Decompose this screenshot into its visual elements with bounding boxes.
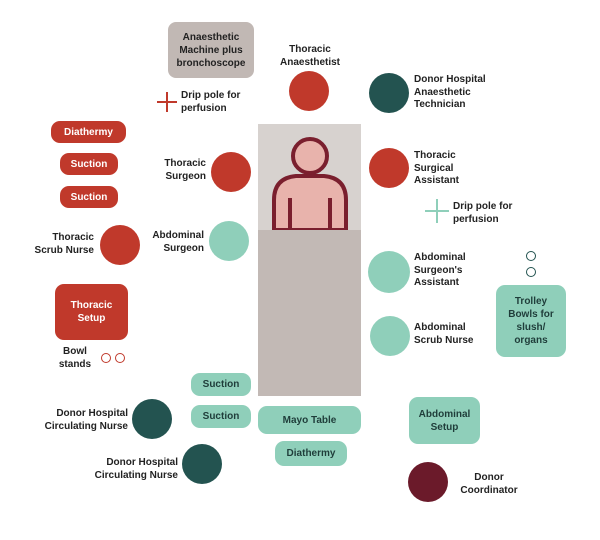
- drip-pole-right-icon: [425, 199, 449, 223]
- bowl-stand-2-icon: [115, 353, 125, 363]
- abdominal-scrub-nurse-label: Abdominal Scrub Nurse: [414, 322, 474, 346]
- abdominal-surgeons-assistant-label: Abdominal Surgeon's Assistant: [414, 252, 466, 288]
- suction-left-1-box: Suction: [60, 153, 118, 175]
- abdominal-surgeon-circle: [209, 221, 249, 261]
- donor-anaesthetic-technician-circle: [369, 73, 409, 113]
- abdominal-scrub-nurse-circle: [370, 316, 410, 356]
- donor-coordinator-label: Donor Coordinator: [460, 472, 518, 496]
- thoracic-surgical-assistant-circle: [369, 148, 409, 188]
- thoracic-surgical-assistant-label: Thoracic Surgical Assistant: [414, 150, 460, 186]
- thoracic-anaesthetist-circle: [289, 71, 329, 111]
- anaesthetic-machine-box: Anaesthetic Machine plus bronchoscope: [168, 22, 254, 78]
- donor-circulating-nurse-1-label: Donor Hospital Circulating Nurse: [44, 408, 128, 432]
- drip-pole-right-label: Drip pole for perfusion: [453, 201, 513, 225]
- donor-anaesthetic-technician-label: Donor Hospital Anaesthetic Technician: [414, 74, 486, 110]
- mayo-table-box: Mayo Table: [258, 406, 361, 434]
- thoracic-setup-box: Thoracic Setup: [55, 284, 128, 340]
- suction-bottom-2-box: Suction: [191, 405, 251, 428]
- donor-circulating-nurse-2-circle: [182, 444, 222, 484]
- patient-icon: [272, 137, 348, 230]
- trolley-ring-bottom-icon: [526, 267, 536, 277]
- suction-left-2-box: Suction: [60, 186, 118, 208]
- bowl-stand-1-icon: [101, 353, 111, 363]
- thoracic-surgeon-circle: [211, 152, 251, 192]
- bowl-stands-label: Bowl stands: [58, 346, 92, 370]
- trolley-box: Trolley Bowls for slush/ organs: [496, 285, 566, 357]
- thoracic-scrub-nurse-label: Thoracic Scrub Nurse: [34, 232, 94, 256]
- trolley-ring-top-icon: [526, 251, 536, 261]
- diathermy-bottom-box: Diathermy: [275, 441, 347, 466]
- abdominal-surgeon-label: Abdominal Surgeon: [152, 230, 204, 254]
- diathermy-left-box: Diathermy: [51, 121, 126, 143]
- operating-table-body: [258, 230, 361, 396]
- abdominal-setup-box: Abdominal Setup: [409, 397, 480, 444]
- drip-pole-left-icon: [157, 92, 177, 112]
- drip-pole-left-label: Drip pole for perfusion: [181, 90, 241, 114]
- thoracic-anaesthetist-label: Thoracic Anaesthetist: [279, 44, 340, 68]
- donor-circulating-nurse-2-label: Donor Hospital Circulating Nurse: [94, 457, 178, 481]
- donor-coordinator-circle: [408, 462, 448, 502]
- suction-bottom-1-box: Suction: [191, 373, 251, 396]
- thoracic-surgeon-label: Thoracic Surgeon: [164, 158, 206, 182]
- abdominal-surgeons-assistant-circle: [368, 251, 410, 293]
- donor-circulating-nurse-1-circle: [132, 399, 172, 439]
- thoracic-scrub-nurse-circle: [100, 225, 140, 265]
